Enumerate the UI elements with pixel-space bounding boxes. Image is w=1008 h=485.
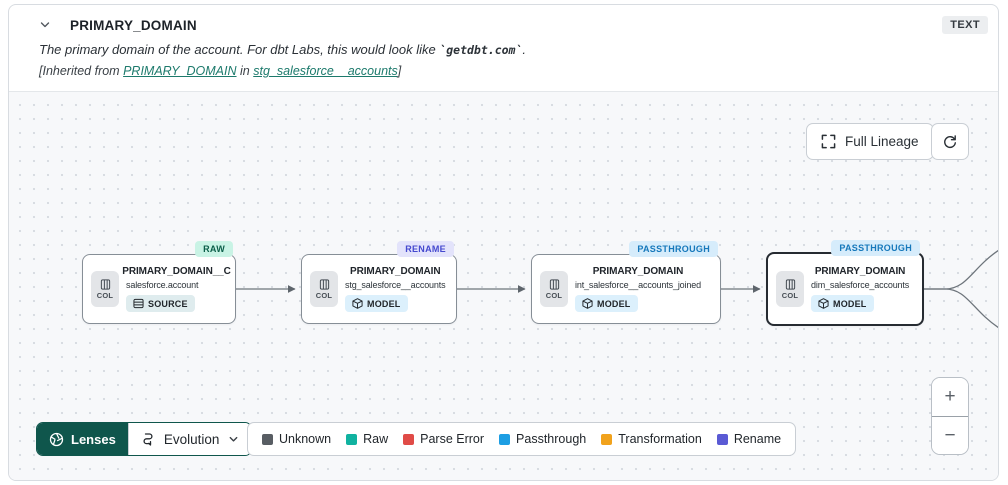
column-description: The primary domain of the account. For d…: [39, 42, 527, 57]
zoom-controls: + −: [931, 377, 969, 455]
lens-selected-label: Evolution: [163, 431, 220, 447]
lineage-edges: [236, 249, 998, 329]
column-chip: COL: [91, 271, 119, 307]
inline-code: `getdbt.com`: [439, 43, 523, 57]
node-model-name: int_salesforce__accounts_joined: [575, 280, 701, 290]
full-lineage-label: Full Lineage: [845, 134, 919, 149]
source-icon: [133, 298, 144, 309]
node-column-name: PRIMARY_DOMAIN: [350, 266, 441, 277]
evolution-badge: PASSTHROUGH: [831, 240, 920, 256]
col-chip-label: COL: [315, 290, 333, 300]
legend-item: Rename: [716, 432, 782, 446]
evolution-badge: RENAME: [397, 241, 454, 257]
column-name-title: PRIMARY_DOMAIN: [70, 17, 197, 33]
evolution-icon: [143, 432, 153, 446]
columns-icon: [319, 278, 329, 290]
legend-item: Transformation: [601, 432, 702, 446]
model-icon: [582, 298, 593, 309]
evolution-badge: PASSTHROUGH: [629, 241, 718, 257]
legend-label: Transformation: [618, 432, 702, 446]
column-chip: COL: [776, 271, 804, 307]
model-icon: [352, 298, 363, 309]
evolution-badge: RAW: [195, 241, 233, 257]
legend-item: Passthrough: [499, 432, 586, 446]
collapse-toggle[interactable]: [35, 15, 55, 35]
resource-badge: MODEL: [575, 295, 638, 312]
column-type-badge: TEXT: [942, 16, 988, 34]
refresh-button[interactable]: [931, 123, 969, 160]
resource-label: MODEL: [367, 298, 401, 309]
col-chip-label: COL: [781, 290, 799, 300]
node-column-name: PRIMARY_DOMAIN__C: [122, 266, 231, 277]
resource-label: MODEL: [833, 298, 867, 309]
legend-label: Passthrough: [516, 432, 587, 446]
column-chip: COL: [540, 271, 568, 307]
inherited-from-note: [Inherited from PRIMARY_DOMAIN in stg_sa…: [39, 64, 402, 78]
lineage-node[interactable]: RAW COL PRIMARY_DOMAIN__C salesforce.acc…: [82, 241, 236, 324]
column-lineage-panel: PRIMARY_DOMAIN TEXT The primary domain o…: [8, 4, 999, 481]
lineage-node[interactable]: RENAME COL PRIMARY_DOMAIN stg_salesforce…: [301, 241, 457, 324]
legend-item: Raw: [346, 432, 388, 446]
legend-label: Raw: [363, 432, 389, 446]
columns-icon: [785, 278, 795, 290]
resource-badge: MODEL: [811, 295, 874, 312]
resource-badge: MODEL: [345, 295, 408, 312]
columns-icon: [549, 278, 559, 290]
resource-badge: SOURCE: [126, 295, 195, 312]
lenses-control: Lenses Evolution: [36, 422, 253, 456]
col-chip-label: COL: [96, 290, 114, 300]
model-icon: [818, 298, 829, 309]
evolution-legend: Unknown Raw Parse Error Passthrough Tran…: [247, 422, 797, 456]
zoom-in-button[interactable]: +: [932, 378, 968, 416]
node-column-name: PRIMARY_DOMAIN: [592, 266, 684, 277]
lenses-icon: [49, 432, 64, 446]
legend-item: Parse Error: [403, 432, 484, 446]
inherited-model-link[interactable]: stg_salesforce__accounts: [253, 64, 398, 78]
legend-swatch: [403, 433, 415, 445]
refresh-icon: [944, 134, 956, 148]
lens-selector[interactable]: Evolution: [127, 423, 252, 455]
lineage-canvas[interactable]: Full Lineage RAW COL PRIMARY_DOMAIN__C s…: [9, 91, 998, 480]
lineage-node[interactable]: PASSTHROUGH COL PRIMARY_DOMAIN dim_sales…: [766, 240, 924, 326]
resource-label: SOURCE: [148, 298, 188, 309]
lineage-node[interactable]: PASSTHROUGH COL PRIMARY_DOMAIN int_sales…: [531, 241, 721, 324]
chevron-down-icon: [40, 22, 50, 28]
resource-label: MODEL: [597, 298, 631, 309]
node-model-name: salesforce.account: [126, 280, 199, 290]
column-header: PRIMARY_DOMAIN TEXT The primary domain o…: [9, 5, 998, 78]
legend-item: Unknown: [262, 432, 331, 446]
inherited-column-link[interactable]: PRIMARY_DOMAIN: [123, 64, 237, 78]
column-chip: COL: [310, 271, 338, 307]
legend-swatch: [601, 433, 613, 445]
node-model-name: stg_salesforce__accounts: [345, 280, 446, 290]
zoom-out-button[interactable]: −: [932, 416, 968, 454]
legend-label: Rename: [733, 432, 782, 446]
node-model-name: dim_salesforce_accounts: [811, 280, 910, 290]
legend-label: Parse Error: [420, 432, 485, 446]
legend-label: Unknown: [279, 432, 332, 446]
columns-icon: [100, 278, 110, 290]
col-chip-label: COL: [545, 290, 563, 300]
lenses-button[interactable]: Lenses: [37, 423, 128, 455]
chevron-down-icon: [229, 436, 238, 442]
lenses-label: Lenses: [71, 431, 116, 447]
full-lineage-button[interactable]: Full Lineage: [806, 123, 934, 160]
expand-icon: [821, 134, 836, 149]
node-column-name: PRIMARY_DOMAIN: [814, 266, 906, 277]
legend-swatch: [499, 433, 511, 445]
legend-swatch: [262, 433, 273, 445]
legend-swatch: [716, 433, 728, 445]
legend-swatch: [346, 433, 358, 445]
